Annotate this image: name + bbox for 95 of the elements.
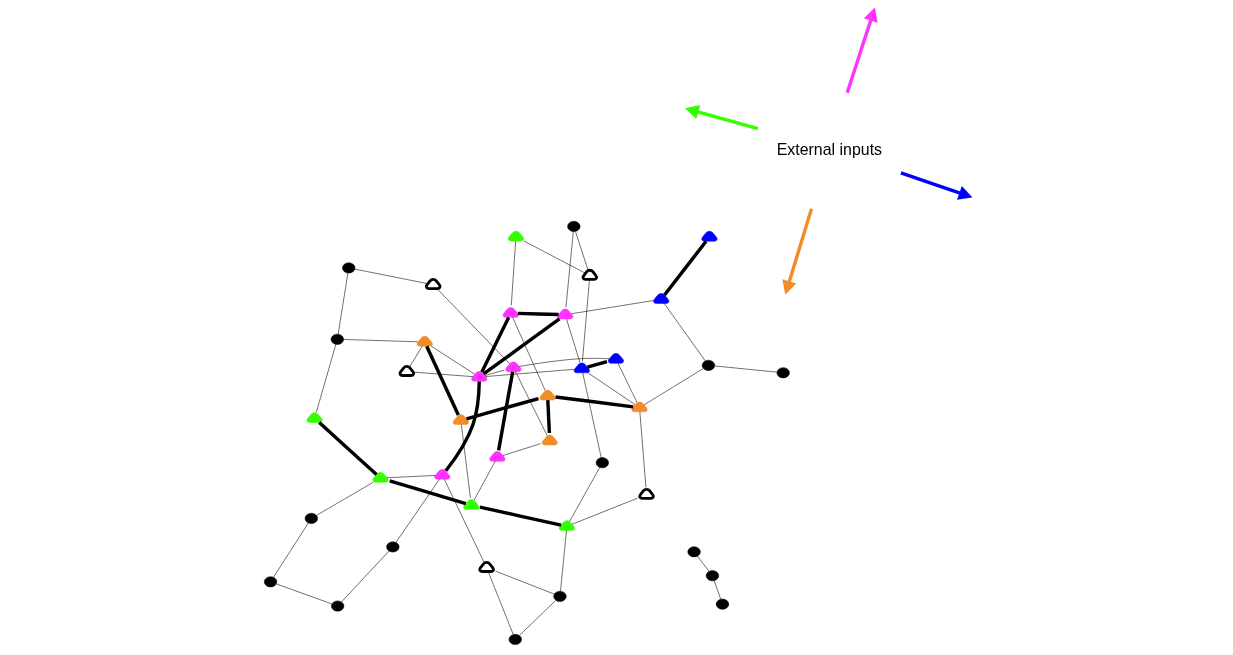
connector [484,369,505,376]
connector [482,317,560,376]
node-circle [715,598,729,610]
node-triangle [700,231,717,242]
connector [581,279,590,362]
connector [487,571,514,635]
connector [586,360,607,369]
connector [317,421,378,476]
connector [663,303,706,362]
connector [574,231,588,271]
node-triangle [470,371,487,382]
node-triangle [539,390,556,401]
connector [559,530,567,592]
label: External inputs [776,140,882,158]
node-triangle [541,434,558,446]
node-circle [701,359,715,371]
node-circle [595,457,609,469]
node-circle [263,576,277,588]
node-triangle [424,278,441,290]
connector [386,475,435,479]
node-circle [687,546,701,558]
node-triangle [398,364,415,377]
connector [570,300,653,315]
connector [639,411,646,488]
node-triangle [573,362,590,374]
connector [565,318,580,363]
connector [484,369,575,377]
connector [337,272,348,335]
node-circle [330,600,344,612]
connector [272,522,309,578]
connector [554,395,633,409]
connector [662,240,707,296]
node-triangle [631,401,647,413]
node-triangle [507,230,524,242]
connector [496,371,514,451]
connector [408,345,422,368]
connector [514,371,547,436]
connector [388,479,466,506]
connector [275,583,332,605]
node-triangle [581,268,598,281]
connector [465,396,539,421]
connector [713,580,721,600]
node-triangle [652,293,669,304]
connector [568,467,600,522]
connector [518,358,610,367]
connector [460,424,471,499]
node-circle [341,262,355,274]
connector [479,316,510,373]
node-triangle [416,336,433,347]
node-triangle [452,414,469,425]
node-triangle [504,361,521,372]
connector [412,371,473,377]
connector [443,479,485,564]
connector [565,231,574,308]
connector [517,311,559,317]
node-circle [566,221,580,232]
node-triangle [607,353,624,364]
connector [395,479,440,543]
connector [478,505,561,527]
connector [518,600,556,636]
connector [424,345,460,416]
node-triangle [488,451,505,462]
node-circle [330,333,344,345]
connector [696,555,709,572]
connector [511,317,545,391]
connector [444,381,481,472]
connector [523,240,586,274]
node-triangle [502,307,519,318]
connector [581,372,602,458]
connector [436,288,510,364]
connector [714,365,777,373]
connector [587,372,635,405]
connector [354,268,428,284]
node-triangle [556,308,573,320]
connector [315,344,336,413]
node-triangle [637,487,655,500]
node-circle [304,512,318,524]
node-triangle [462,499,479,510]
connector [494,570,555,595]
node-circle [705,570,719,582]
connector [571,497,638,525]
node-triangle [558,520,575,531]
node-triangle [477,560,495,573]
connector [342,339,418,343]
node-circle [508,634,522,645]
node-triangle [371,472,388,483]
node-triangle [306,412,323,423]
node-circle [776,367,790,379]
node-circle [385,541,399,553]
connector [315,481,374,516]
node-circle [552,590,566,602]
connector [545,400,551,434]
connector [643,368,704,406]
node-triangle [433,469,450,480]
connector [340,550,389,603]
